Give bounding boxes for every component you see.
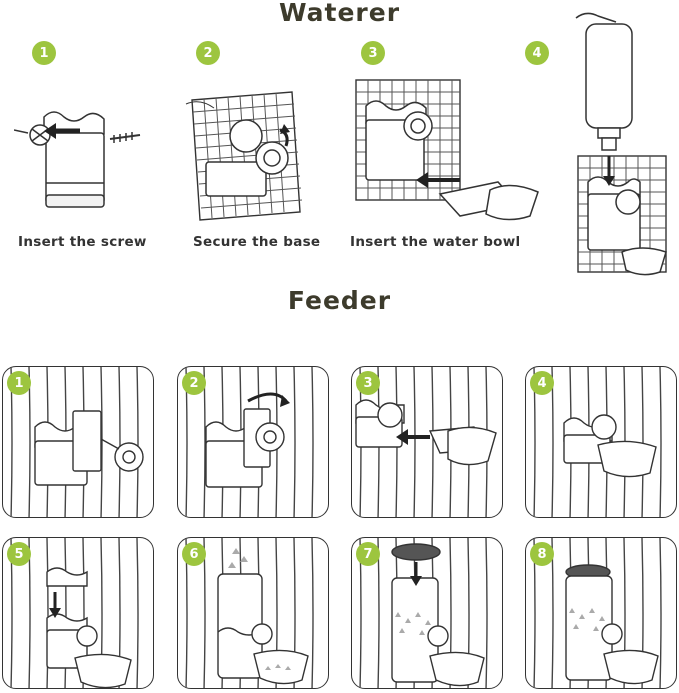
feeder-step-1-illustration xyxy=(10,367,144,517)
cage-bar xyxy=(551,367,554,517)
cage-bar xyxy=(203,538,206,688)
feeder-step-4-badge: 4 xyxy=(530,371,554,395)
cage-bar xyxy=(377,538,380,688)
waterer-title: Waterer xyxy=(278,0,401,27)
waterer-step-3-caption: Insert the water bowl xyxy=(350,234,521,250)
cage-bar xyxy=(293,367,296,517)
feeder-step-2-illustration xyxy=(185,367,314,517)
feeder-step-2-panel: 2 xyxy=(177,366,329,518)
cage-bar xyxy=(64,538,67,688)
feeder-step-3-panel: 3 xyxy=(351,366,503,518)
waterer-step-2-illustration xyxy=(185,91,303,221)
feeder-step-5-illustration xyxy=(10,538,139,688)
feeder-step-2-badge: 2 xyxy=(182,371,206,395)
waterer-step-3-badge: 3 xyxy=(361,41,385,65)
waterer-step-3-illustration xyxy=(355,79,539,221)
cage-bar xyxy=(659,367,662,517)
waterer-step-1-illustration xyxy=(14,111,141,208)
feeder-step-3-badge: 3 xyxy=(356,371,380,395)
feeder-step-7-badge: 7 xyxy=(356,542,380,566)
cage-bar xyxy=(551,538,554,688)
cage-bar xyxy=(136,538,139,688)
waterer-step-4-illustration xyxy=(575,12,667,276)
waterer-step-2-caption: Secure the base xyxy=(193,234,321,250)
cage-bar xyxy=(431,367,434,517)
feeder-step-1-badge: 1 xyxy=(7,371,31,395)
feeder-title: Feeder xyxy=(287,286,392,315)
waterer-step-2-badge: 2 xyxy=(196,41,220,65)
feeder-step-3-illustration xyxy=(355,367,497,517)
cage-bar xyxy=(311,538,314,688)
feeder-step-1-panel: 1 xyxy=(2,366,154,518)
feeder-step-6-panel: 6 xyxy=(177,537,329,689)
feeder-step-5-badge: 5 xyxy=(7,542,31,566)
feeder-step-8-panel: 8 xyxy=(525,537,677,689)
feeder-step-6-illustration xyxy=(185,538,314,688)
cage-bar xyxy=(659,538,662,688)
cage-bar xyxy=(485,538,488,688)
feeder-step-4-panel: 4 xyxy=(525,366,677,518)
cage-bar xyxy=(28,367,31,517)
feeder-step-5-panel: 5 xyxy=(2,537,154,689)
cage-bar xyxy=(100,367,103,517)
cage-bar xyxy=(311,367,314,517)
cage-bar xyxy=(28,538,31,688)
feeder-step-8-badge: 8 xyxy=(530,542,554,566)
waterer-step-4-badge: 4 xyxy=(525,41,549,65)
waterer-step-1-caption: Insert the screw xyxy=(18,234,147,250)
cage-bar xyxy=(118,367,121,517)
feeder-step-7-illustration xyxy=(359,538,488,688)
waterer-step-1-badge: 1 xyxy=(32,41,56,65)
feeder-step-4-illustration xyxy=(533,367,662,517)
feeder-step-7-panel: 7 xyxy=(351,537,503,689)
cage-bar xyxy=(203,367,206,517)
cage-bar xyxy=(46,538,49,688)
cage-bar xyxy=(413,367,416,517)
cage-bar xyxy=(136,367,139,517)
feeder-step-6-badge: 6 xyxy=(182,542,206,566)
